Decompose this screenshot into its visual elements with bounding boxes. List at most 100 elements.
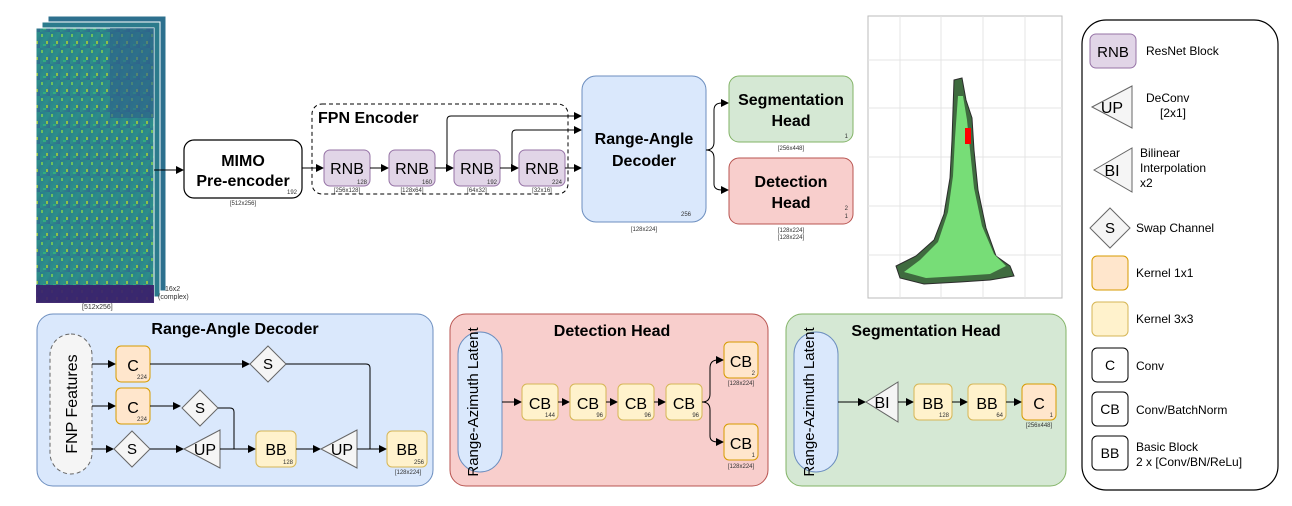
svg-text:160: 160 — [422, 180, 433, 186]
seg-bb-1: BB 128 — [913, 383, 953, 421]
legend-basic-block: BB Basic Block 2 x [Conv/BN/ReLu] — [1091, 435, 1242, 471]
mimo-title-line2: Pre-encoder — [196, 173, 289, 190]
svg-text:BI: BI — [1104, 163, 1119, 180]
svg-text:96: 96 — [596, 413, 603, 419]
svg-text:Conv/BatchNorm: Conv/BatchNorm — [1136, 403, 1227, 417]
seg-channels: 1 — [845, 134, 849, 140]
svg-text:RNB: RNB — [395, 161, 429, 178]
legend-kernel-1x1: Kernel 1x1 — [1091, 255, 1194, 291]
det-dims-1: [128x224] — [778, 228, 805, 234]
svg-text:[64x32]: [64x32] — [467, 188, 487, 194]
det-panel-title: Detection Head — [554, 323, 670, 340]
svg-text:256: 256 — [414, 460, 425, 466]
mimo-channels: 192 — [287, 190, 298, 196]
fnp-features-label: FNP Features — [64, 354, 81, 453]
rad-conv-1: C 224 — [115, 345, 151, 383]
rad-conv-2: C 224 — [115, 387, 151, 425]
svg-text:C: C — [1033, 396, 1045, 413]
mimo-pre-encoder-block — [183, 139, 303, 199]
svg-text:Bilinear: Bilinear — [1140, 146, 1180, 160]
svg-text:BI: BI — [874, 395, 889, 412]
rad-title-line1: Range-Angle — [595, 131, 694, 148]
legend-bilinear: BI Bilinear Interpolation x2 — [1093, 146, 1206, 193]
svg-text:[128x224]: [128x224] — [395, 470, 422, 476]
det-panel — [449, 313, 769, 487]
det-title-line1: Detection — [755, 174, 828, 191]
det-cb-out-top: CB 2 [128x224] — [723, 341, 759, 387]
det-channels-1: 2 — [845, 206, 849, 212]
input-dims: [512x256] — [82, 304, 113, 311]
seg-title-line1: Segmentation — [738, 92, 844, 109]
svg-text:224: 224 — [137, 417, 148, 423]
svg-text:Kernel 3x3: Kernel 3x3 — [1136, 312, 1194, 326]
mimo-title-line1: MIMO — [221, 153, 265, 170]
input-radar-stack — [35, 15, 167, 304]
svg-text:CB: CB — [730, 354, 752, 371]
svg-text:UP: UP — [1101, 100, 1123, 117]
rnb-block-3: RNB 192 [64x32] — [453, 149, 501, 194]
rad-swap-3: S — [113, 430, 151, 468]
svg-text:Kernel 1x1: Kernel 1x1 — [1136, 266, 1194, 280]
svg-text:Basic Block: Basic Block — [1136, 440, 1199, 454]
svg-text:CB: CB — [625, 396, 647, 413]
rnb-block-4: RNB 224 [32x16] — [518, 149, 566, 194]
fpn-encoder-title: FPN Encoder — [318, 110, 418, 127]
svg-text:2: 2 — [752, 371, 756, 377]
svg-text:UP: UP — [194, 442, 216, 459]
svg-text:BB: BB — [976, 396, 997, 413]
legend-resnet-block: RNB ResNet Block — [1089, 33, 1220, 69]
det-cb-3: CB 96 — [617, 383, 655, 421]
svg-text:128: 128 — [283, 460, 294, 466]
svg-text:2 x [Conv/BN/ReLu]: 2 x [Conv/BN/ReLu] — [1136, 455, 1242, 469]
svg-text:S: S — [263, 356, 273, 373]
svg-text:DeConv: DeConv — [1146, 91, 1189, 105]
svg-text:1: 1 — [752, 453, 756, 459]
det-cb-4: CB 96 — [665, 383, 703, 421]
svg-text:[128x224]: [128x224] — [728, 464, 755, 470]
legend-kernel-3x3: Kernel 3x3 — [1091, 301, 1194, 337]
svg-text:[32x16]: [32x16] — [532, 188, 552, 194]
fpn-encoder-frame — [311, 103, 569, 195]
rad-panel-title: Range-Angle Decoder — [151, 321, 318, 338]
svg-text:CB: CB — [1100, 401, 1119, 417]
det-channels-2: 1 — [845, 214, 849, 220]
svg-text:CB: CB — [529, 396, 551, 413]
det-cb-out-bottom: CB 1 [128x224] — [723, 423, 759, 470]
svg-text:RNB: RNB — [1097, 44, 1129, 61]
svg-text:128: 128 — [939, 413, 950, 419]
svg-text:C: C — [127, 358, 139, 375]
svg-text:UP: UP — [331, 442, 353, 459]
svg-text:224: 224 — [137, 375, 148, 381]
svg-text:[2x1]: [2x1] — [1160, 106, 1186, 120]
svg-text:x2: x2 — [1140, 176, 1153, 190]
svg-text:128: 128 — [357, 180, 368, 186]
svg-text:C: C — [1105, 357, 1115, 373]
svg-text:[128x64]: [128x64] — [400, 188, 423, 194]
svg-text:S: S — [127, 441, 137, 458]
svg-text:[256x448]: [256x448] — [1026, 423, 1053, 429]
svg-text:[128x224]: [128x224] — [728, 381, 755, 387]
rad-dims: [128x224] — [631, 227, 658, 233]
input-channels-note: (complex) — [158, 294, 189, 301]
fnp-features-block — [49, 333, 93, 475]
svg-text:BB: BB — [265, 442, 286, 459]
legend — [1081, 19, 1279, 491]
rad-channels: 256 — [681, 212, 692, 218]
svg-text:192: 192 — [487, 180, 498, 186]
svg-text:CB: CB — [730, 436, 752, 453]
rad-basicblock-1: BB 128 — [255, 430, 297, 468]
detection-head-block — [728, 157, 854, 225]
svg-text:S: S — [195, 400, 205, 417]
svg-text:[256x128]: [256x128] — [334, 188, 361, 194]
seg-conv-out: C 1 [256x448] — [1021, 383, 1057, 429]
detected-object-mark — [965, 128, 971, 144]
rad-swap-2: S — [181, 389, 219, 427]
svg-text:Interpolation: Interpolation — [1140, 161, 1206, 175]
rad-basicblock-2: BB 256 [128x224] — [386, 430, 428, 476]
seg-title-line2: Head — [771, 113, 810, 130]
svg-text:64: 64 — [996, 413, 1003, 419]
rnb-block-2: RNB 160 [128x64] — [388, 149, 436, 194]
svg-text:1: 1 — [1050, 413, 1054, 419]
rad-swap-1: S — [249, 345, 287, 383]
